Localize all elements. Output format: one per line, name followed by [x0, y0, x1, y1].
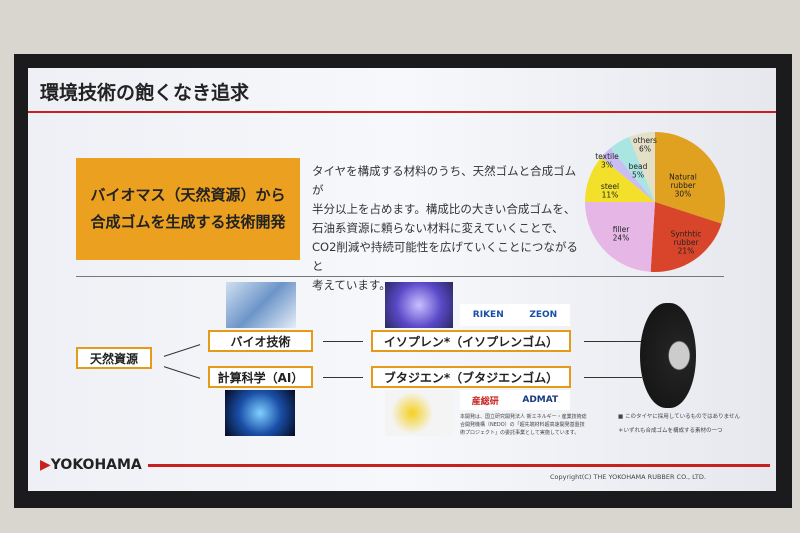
footnote-line: 合開発機構（NEDO）の「超先端材料超高速開発基盤技: [460, 422, 585, 428]
pie-slice: [610, 136, 655, 202]
tire-notes: ■ このタイヤに採用しているものではありません ＊いずれも合成ゴムを構成する素材…: [618, 410, 740, 438]
headline-line: 合成ゴムを生成する技術開発: [90, 213, 286, 231]
headline-box: バイオマス（天然資源）から 合成ゴムを生成する技術開発: [76, 158, 300, 260]
partner-logos-top: RIKEN ZEON: [460, 304, 570, 326]
slide: 環境技術の飽くなき追求 バイオマス（天然資源）から 合成ゴムを生成する技術開発 …: [28, 68, 776, 491]
lemon-image: [385, 390, 453, 436]
pie-slice: [655, 132, 725, 224]
pie-slice: [601, 148, 655, 202]
logo-text: YOKOHAMA: [50, 457, 142, 473]
brain-image: [225, 390, 295, 436]
arrow: [584, 377, 642, 378]
description-line: 考えています。: [312, 278, 391, 292]
tire-note: ■ このタイヤに採用しているものではありません: [618, 414, 740, 420]
crystal-image: [385, 282, 453, 328]
pie-slice: [585, 157, 655, 202]
riken-logo: RIKEN: [472, 310, 504, 320]
bio-tech-box: バイオ技術: [208, 330, 313, 352]
tire-note: ＊いずれも合成ゴムを構成する素材の一つ: [618, 428, 723, 434]
arrow: [584, 341, 642, 342]
description-line: 半分以上を占めます。構成比の大きい合成ゴムを、: [312, 202, 576, 216]
footnote: 本開発は、国立研究開発法人 新エネルギー・産業技術総 合開発機構（NEDO）の「…: [460, 413, 587, 437]
arrow: [163, 344, 201, 357]
footnote-line: 本開発は、国立研究開発法人 新エネルギー・産業技術総: [460, 414, 587, 420]
description-line: 石油系資源に頼らない材料に変えていくことで、: [312, 221, 564, 235]
source-box: 天然資源: [76, 347, 152, 369]
admat-logo: ADMAT: [522, 395, 559, 405]
aist-logo: 産総研: [471, 396, 499, 407]
yokohama-logo: ▶YOKOHAMA: [40, 457, 142, 473]
footer-red-line: [148, 464, 770, 467]
pie-slice: [650, 202, 722, 272]
ai-box: 計算科学（AI）: [208, 366, 313, 388]
arrow: [323, 341, 363, 342]
isoprene-box: イソプレン*（イソプレンゴム）: [371, 330, 571, 352]
tire-image: [640, 303, 696, 408]
footnote-line: 術プロジェクト」の委託事業として実施しています。: [460, 430, 580, 436]
zeon-logo: ZEON: [529, 310, 558, 320]
butadiene-box: ブタジエン*（ブタジエンゴム）: [371, 366, 571, 388]
dna-image: [226, 282, 296, 328]
slide-title: 環境技術の飽くなき追求: [40, 82, 250, 104]
title-underline: [28, 111, 776, 113]
description-line: タイヤを構成する材料のうち、天然ゴムと合成ゴムが: [312, 164, 577, 197]
pie-slice: [629, 132, 655, 202]
arrow: [323, 377, 363, 378]
divider: [76, 276, 724, 277]
description-line: CO2削減や持続可能性を広げていくことにつながると: [312, 240, 578, 273]
headline-line: バイオマス（天然資源）から: [90, 186, 286, 204]
description: タイヤを構成する材料のうち、天然ゴムと合成ゴムが 半分以上を占めます。構成比の大…: [312, 162, 582, 295]
copyright: Copyright(C) THE YOKOHAMA RUBBER CO., LT…: [550, 473, 706, 481]
pie-slice: [585, 202, 655, 272]
partner-logos-bottom: 産総研 ADMAT: [460, 390, 570, 410]
arrow: [163, 366, 201, 379]
